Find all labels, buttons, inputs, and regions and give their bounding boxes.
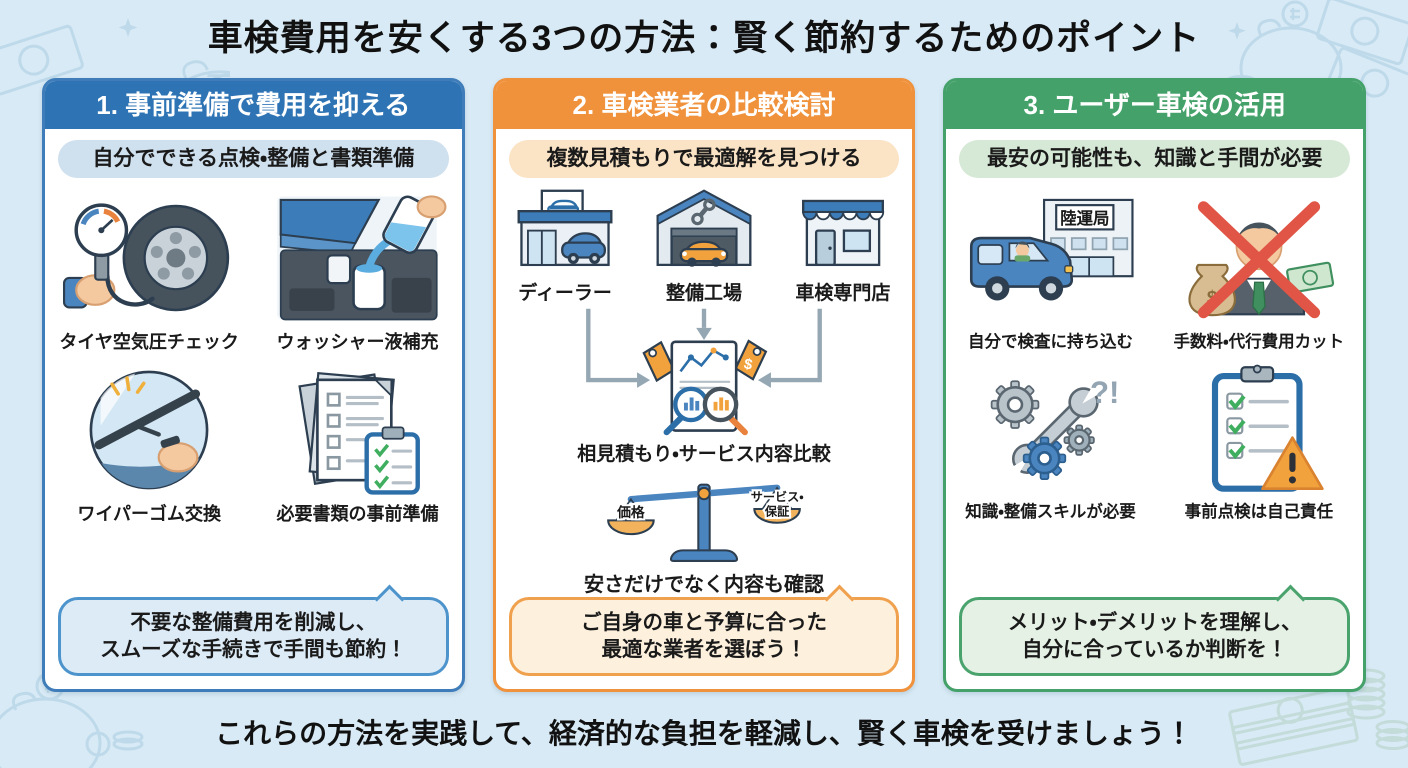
panel-1-callout: 不要な整備費用を削減し、 スムーズな手続きで手間も節約！ — [58, 584, 449, 676]
panel-1-subtitle: 自分でできる点検・整備と書類準備 — [58, 140, 449, 178]
shop-inspection-store: 車検専門店 — [774, 188, 912, 305]
columns-container: 1. 事前準備で費用を抑える 自分でできる点検・整備と書類準備 — [42, 78, 1367, 692]
wiper-rubber-replace-icon — [89, 370, 209, 490]
panel-2-callout: ご自身の車と予算に合った 最適な業者を選ぼう！ — [508, 584, 900, 676]
no-agent-fee-icon: $ — [1188, 201, 1334, 319]
panel-1-header: 1. 事前準備で費用を抑える — [45, 81, 462, 129]
shops-row: ディーラー — [496, 188, 913, 305]
shop-label: 整備工場 — [665, 283, 742, 304]
panel-3-header: 3. ユーザー車検の活用 — [946, 81, 1364, 129]
panel-advance-preparation: 1. 事前準備で費用を抑える 自分でできる点検・整備と書類準備 — [42, 78, 465, 692]
tools-skill-icon: ?! — [990, 375, 1119, 481]
panel-3-subtitle: 最安の可能性も、知識と手間が必要 — [959, 140, 1351, 178]
panel-3-items: 陸運局 — [946, 182, 1363, 522]
compare-label: 相見積もり・サービス内容比較 — [577, 444, 831, 466]
footer-message: これらの方法を実践して、経済的な負担を軽減し、賢く車検を受けましょう！ — [215, 718, 1193, 749]
balance-scale-icon: 価格 サービス・ 保証 — [607, 483, 805, 563]
item-drive-to-bureau: 陸運局 — [946, 192, 1154, 352]
item-label: ウォッシャー液補充 — [276, 332, 439, 352]
comparison-flow-diagram: $ — [586, 308, 822, 436]
tire-pressure-gauge-icon — [63, 203, 230, 312]
panel-3-callout: メリット・デメリットを理解し、 自分に合っているか判断を！ — [959, 584, 1351, 676]
dealer-building-icon — [517, 189, 613, 267]
item-label: 知識・整備スキルが必要 — [965, 503, 1136, 521]
panel-1-items: タイヤ空気圧チェック — [45, 182, 462, 526]
drive-to-bureau-icon: 陸運局 — [969, 198, 1134, 301]
item-tire-pressure: タイヤ空気圧チェック — [45, 192, 253, 354]
shop-garage: 整備工場 — [635, 188, 773, 305]
documents-checklist-icon — [298, 372, 421, 495]
item-wiper-rubber: ワイパーゴム交換 — [45, 364, 253, 526]
panel-2-subtitle: 複数見積もりで最適解を見つける — [508, 140, 900, 178]
scale-right-label-1: サービス・ — [751, 489, 804, 504]
panel-user-inspection: 3. ユーザー車検の活用 最安の可能性も、知識と手間が必要 陸運局 — [943, 78, 1367, 692]
item-label: 事前点検は自己責任 — [1184, 503, 1334, 521]
item-label: 自分で検査に持ち込む — [968, 333, 1133, 351]
shop-dealer: ディーラー — [496, 188, 634, 305]
item-washer-fluid: ウォッシャー液補充 — [253, 192, 461, 354]
scale-caption: 安さだけでなく内容も確認 — [584, 573, 824, 596]
repair-garage-icon — [656, 189, 752, 267]
item-fee-cut: $ 手数料・代行費用カット — [1155, 192, 1363, 352]
page-title: 車検費用を安くする3つの方法：賢く節約するためのポイント — [207, 19, 1201, 58]
washer-fluid-refill-icon — [277, 195, 447, 321]
shop-label: 車検専門店 — [795, 283, 891, 304]
scale-right-label-2: 保証 — [764, 504, 789, 519]
item-self-check-responsibility: 事前点検は自己責任 — [1155, 362, 1363, 522]
inspection-shop-icon — [801, 199, 885, 267]
item-label: 手数料・代行費用カット — [1173, 333, 1345, 351]
bureau-sign: 陸運局 — [1060, 209, 1109, 228]
panel-2-header: 2. 車検業者の比較検討 — [495, 81, 913, 129]
item-label: 必要書類の事前準備 — [276, 504, 439, 524]
item-documents: 必要書類の事前準備 — [253, 364, 461, 526]
selfcheck-warning-icon — [1211, 364, 1324, 492]
shop-label: ディーラー — [518, 283, 612, 304]
scale-left-label: 価格 — [616, 504, 645, 520]
price-tag-dollar: $ — [742, 356, 753, 373]
item-skills-needed: ?! 知識・整備スキルが必要 — [946, 362, 1154, 522]
item-label: タイヤ空気圧チェック — [59, 332, 239, 352]
panel-vendor-comparison: 2. 車検業者の比較検討 複数見積もりで最適解を見つける — [492, 78, 916, 692]
item-label: ワイパーゴム交換 — [77, 504, 221, 524]
question-exclamation-mark: ?! — [1090, 375, 1119, 410]
